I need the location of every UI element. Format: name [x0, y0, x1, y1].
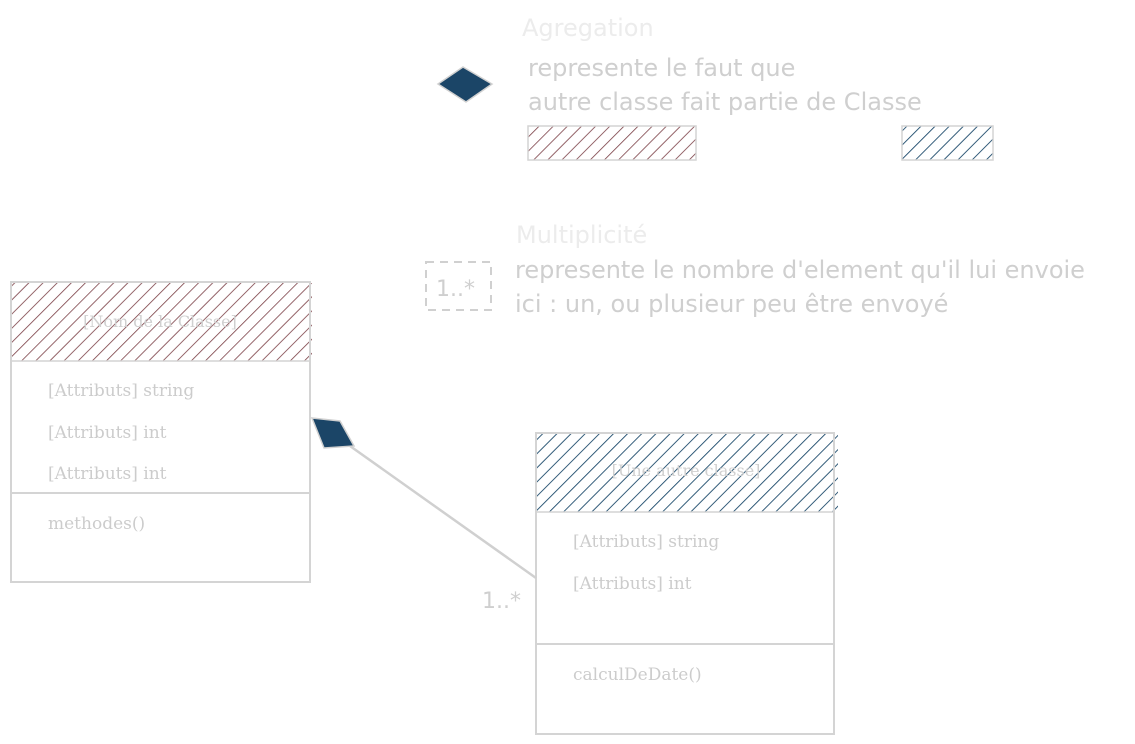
aggregation-relation[interactable]: 1..*: [310, 417, 537, 614]
relation-multiplicity-label: 1..*: [482, 589, 521, 614]
multiplicity-badge-box: [425, 261, 492, 311]
class-attribute-main: [Attributs] int: [48, 423, 167, 443]
class-outline-other: [535, 432, 835, 735]
legend-swatch-class-hatch: [527, 125, 697, 161]
legend-multiplicity: Multiplicité 1..* represente le nombre d…: [425, 221, 1085, 318]
multiplicity-desc-line2: ici : un, ou plusieur peu être envoyé: [515, 290, 948, 318]
aggregation-desc-line1: represente le faut que: [528, 54, 795, 82]
class-attribute-other: [Attributs] int: [573, 574, 692, 594]
class-attribute-other: [Attributs] string: [573, 532, 719, 552]
class-method-main: methodes(): [48, 514, 145, 534]
class-name-main: [Nom de la Classe]: [83, 312, 237, 331]
aggregation-title: Agregation: [522, 14, 654, 42]
class-box-main[interactable]: [Nom de la Classe] [Attributs] string [A…: [10, 281, 312, 583]
aggregation-diamond-icon: [310, 417, 356, 449]
class-method-other: calculDeDate(): [573, 665, 702, 685]
multiplicity-title: Multiplicité: [516, 221, 647, 249]
class-box-other[interactable]: [Une autre classe] [Attributs] string [A…: [535, 432, 838, 735]
class-attribute-main: [Attributs] int: [48, 464, 167, 484]
class-outline-main: [10, 281, 311, 583]
class-header-main: [10, 283, 312, 361]
class-attribute-main: [Attributs] string: [48, 381, 194, 401]
aggregation-diamond-icon: [436, 66, 494, 103]
aggregation-desc-line2: autre classe fait partie de Classe: [528, 88, 922, 116]
legend-swatch-other-class-hatch: [901, 125, 994, 161]
multiplicity-desc-line1: represente le nombre d'element qu'il lui…: [515, 256, 1085, 284]
multiplicity-badge-label: 1..*: [436, 277, 475, 302]
aggregation-connector-line: [349, 444, 537, 580]
class-name-other: [Une autre classe]: [612, 461, 761, 480]
class-header-other: [536, 434, 838, 512]
legend-aggregation: Agregation represente le faut que autre …: [436, 14, 994, 161]
